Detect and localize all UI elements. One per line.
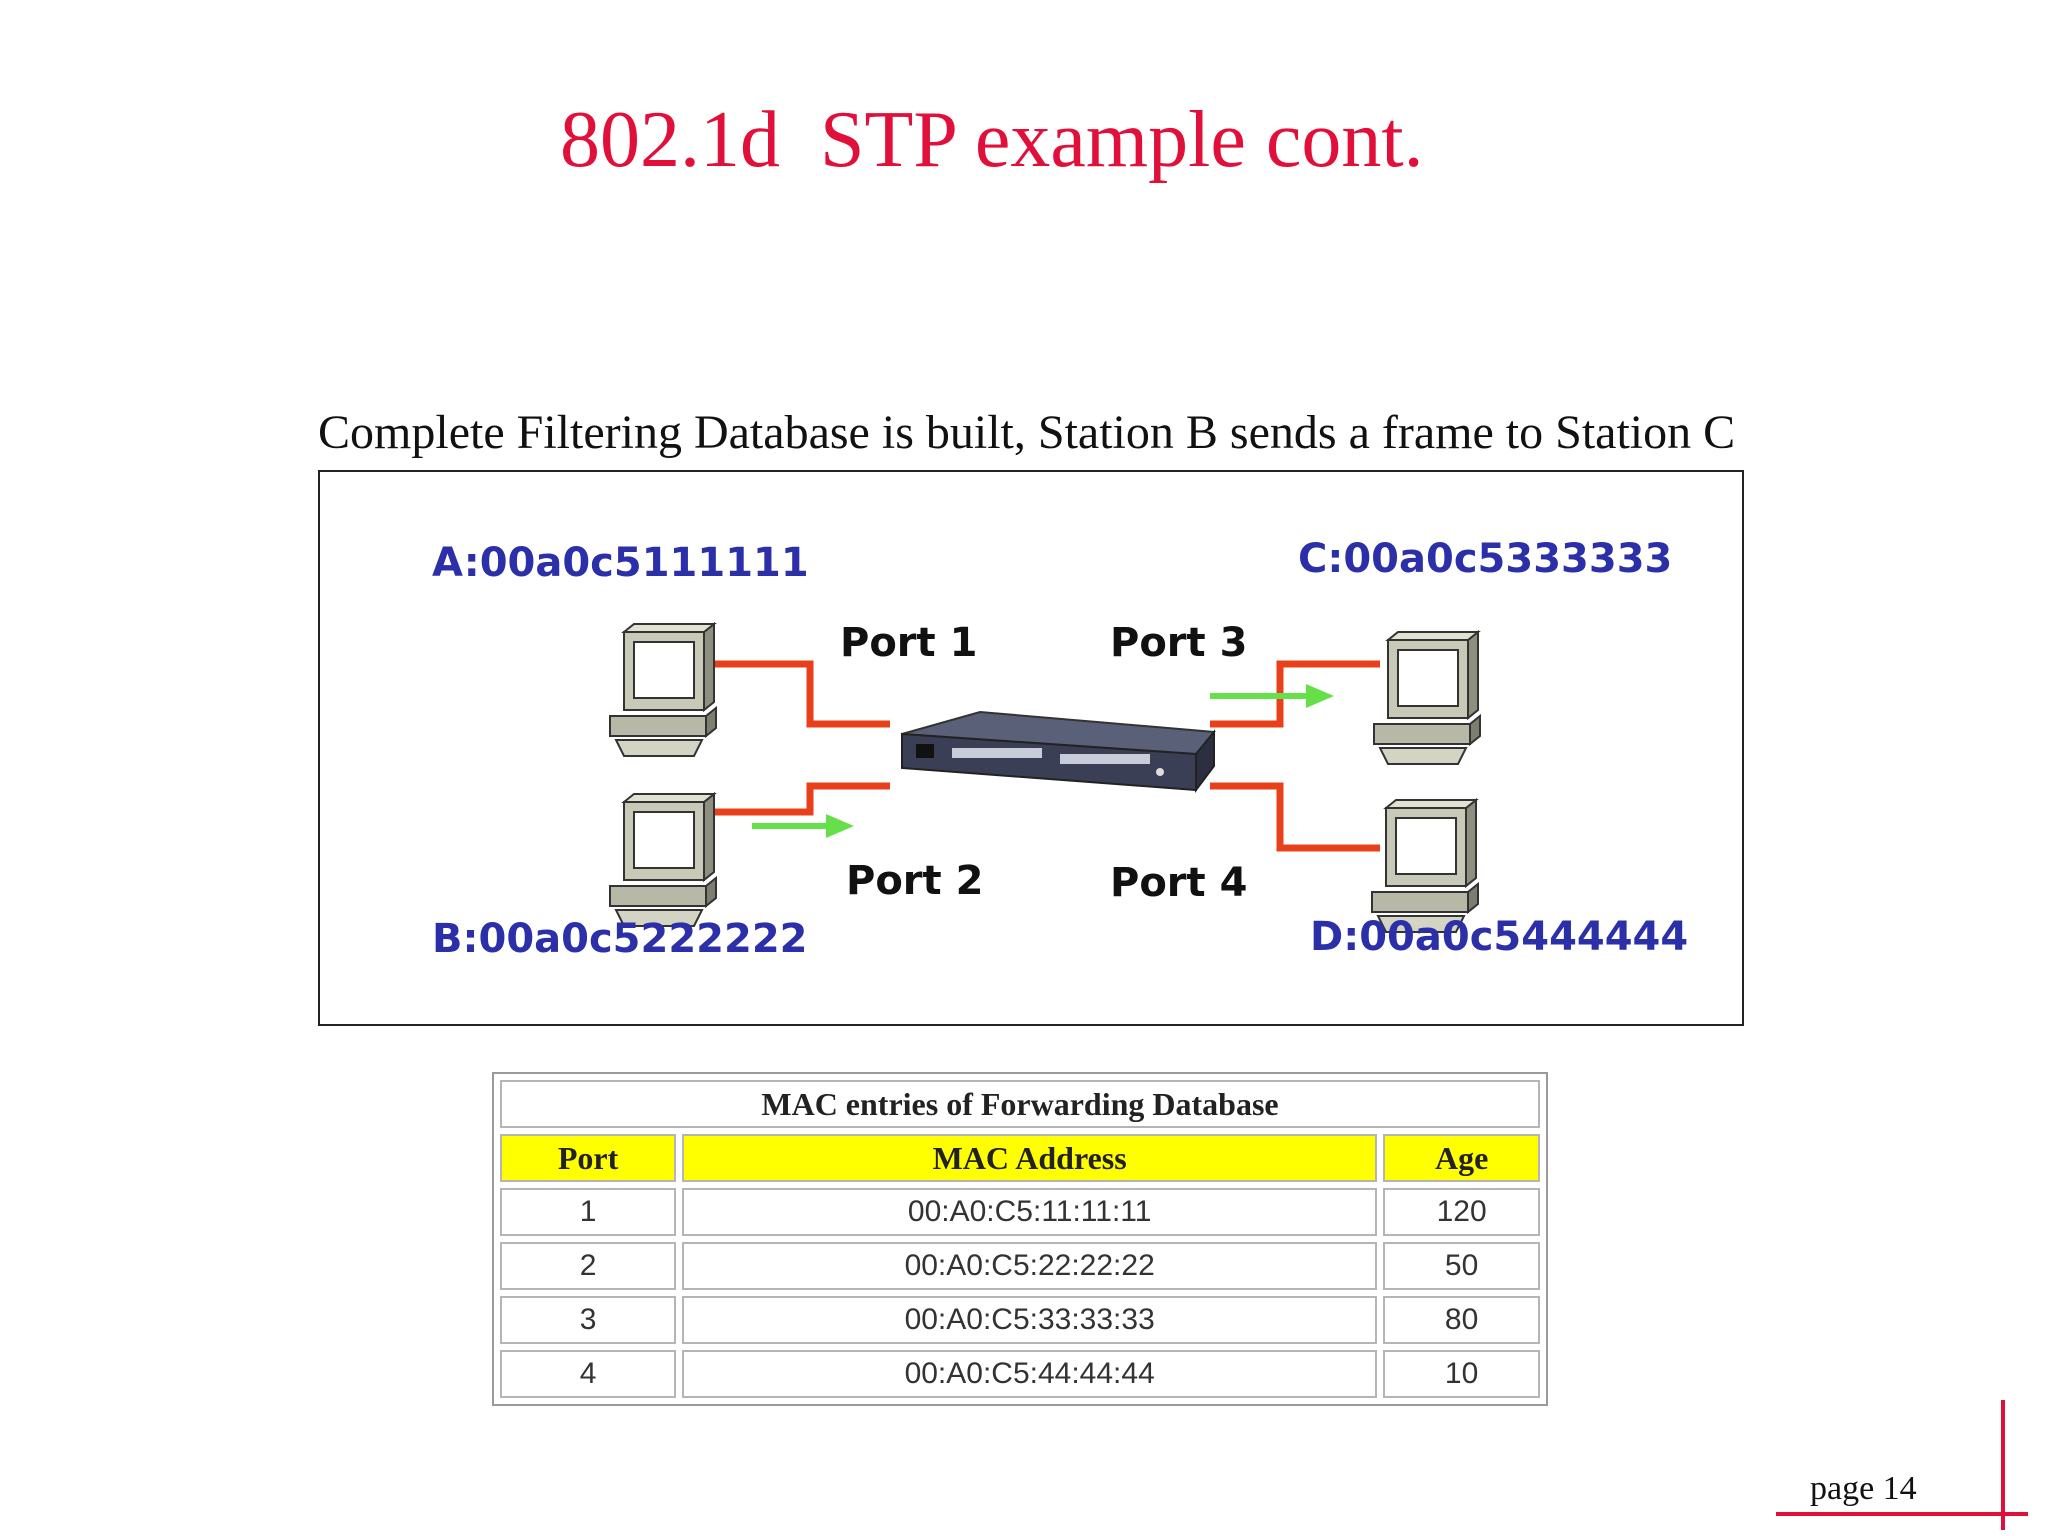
- page-number: page 14: [1810, 1470, 1917, 1508]
- switch-icon: [902, 712, 1214, 790]
- arrow-switch-to-c: [1210, 684, 1334, 708]
- cell-age: 10: [1383, 1350, 1540, 1398]
- cell-mac: 00:A0:C5:22:22:22: [682, 1242, 1377, 1290]
- cell-age: 80: [1383, 1296, 1540, 1344]
- header-age: Age: [1383, 1134, 1540, 1182]
- port-4-label: Port 4: [1110, 860, 1247, 906]
- slide-title: 802.1d STP example cont.: [560, 95, 1424, 186]
- port-1-label: Port 1: [840, 620, 977, 666]
- cell-port: 3: [500, 1296, 676, 1344]
- pc-c-icon: [1374, 632, 1480, 764]
- link-port-1: [704, 664, 890, 724]
- slide-subtitle: Complete Filtering Database is built, St…: [318, 405, 1735, 460]
- pc-d-icon: [1372, 800, 1478, 932]
- corner-mark-vertical: [2001, 1400, 2005, 1530]
- cell-port: 1: [500, 1188, 676, 1236]
- corner-mark-horizontal: [1776, 1512, 2028, 1516]
- table-row: 1 00:A0:C5:11:11:11 120: [500, 1188, 1540, 1236]
- cell-mac: 00:A0:C5:33:33:33: [682, 1296, 1377, 1344]
- cell-mac: 00:A0:C5:11:11:11: [682, 1188, 1377, 1236]
- cell-port: 2: [500, 1242, 676, 1290]
- header-mac-address: MAC Address: [682, 1134, 1377, 1182]
- station-b-label: B:00a0c5222222: [432, 916, 808, 962]
- station-d-label: D:00a0c5444444: [1310, 914, 1688, 960]
- station-c-label: C:00a0c5333333: [1298, 536, 1672, 582]
- cell-age: 50: [1383, 1242, 1540, 1290]
- header-port: Port: [500, 1134, 676, 1182]
- table-row: 4 00:A0:C5:44:44:44 10: [500, 1350, 1540, 1398]
- cell-mac: 00:A0:C5:44:44:44: [682, 1350, 1377, 1398]
- table-row: 2 00:A0:C5:22:22:22 50: [500, 1242, 1540, 1290]
- forwarding-database-table: MAC entries of Forwarding Database Port …: [492, 1072, 1548, 1406]
- port-2-label: Port 2: [846, 858, 983, 904]
- port-3-label: Port 3: [1110, 620, 1247, 666]
- link-port-4: [1210, 786, 1380, 848]
- table-caption: MAC entries of Forwarding Database: [500, 1080, 1540, 1128]
- network-diagram: A:00a0c5111111 B:00a0c5222222 C:00a0c533…: [318, 470, 1744, 1026]
- station-a-label: A:00a0c5111111: [432, 540, 809, 586]
- link-port-2: [704, 786, 890, 812]
- table-row: 3 00:A0:C5:33:33:33 80: [500, 1296, 1540, 1344]
- pc-a-icon: [610, 624, 716, 756]
- arrow-b-to-switch: [752, 814, 854, 838]
- pc-b-icon: [610, 794, 716, 926]
- cell-age: 120: [1383, 1188, 1540, 1236]
- cell-port: 4: [500, 1350, 676, 1398]
